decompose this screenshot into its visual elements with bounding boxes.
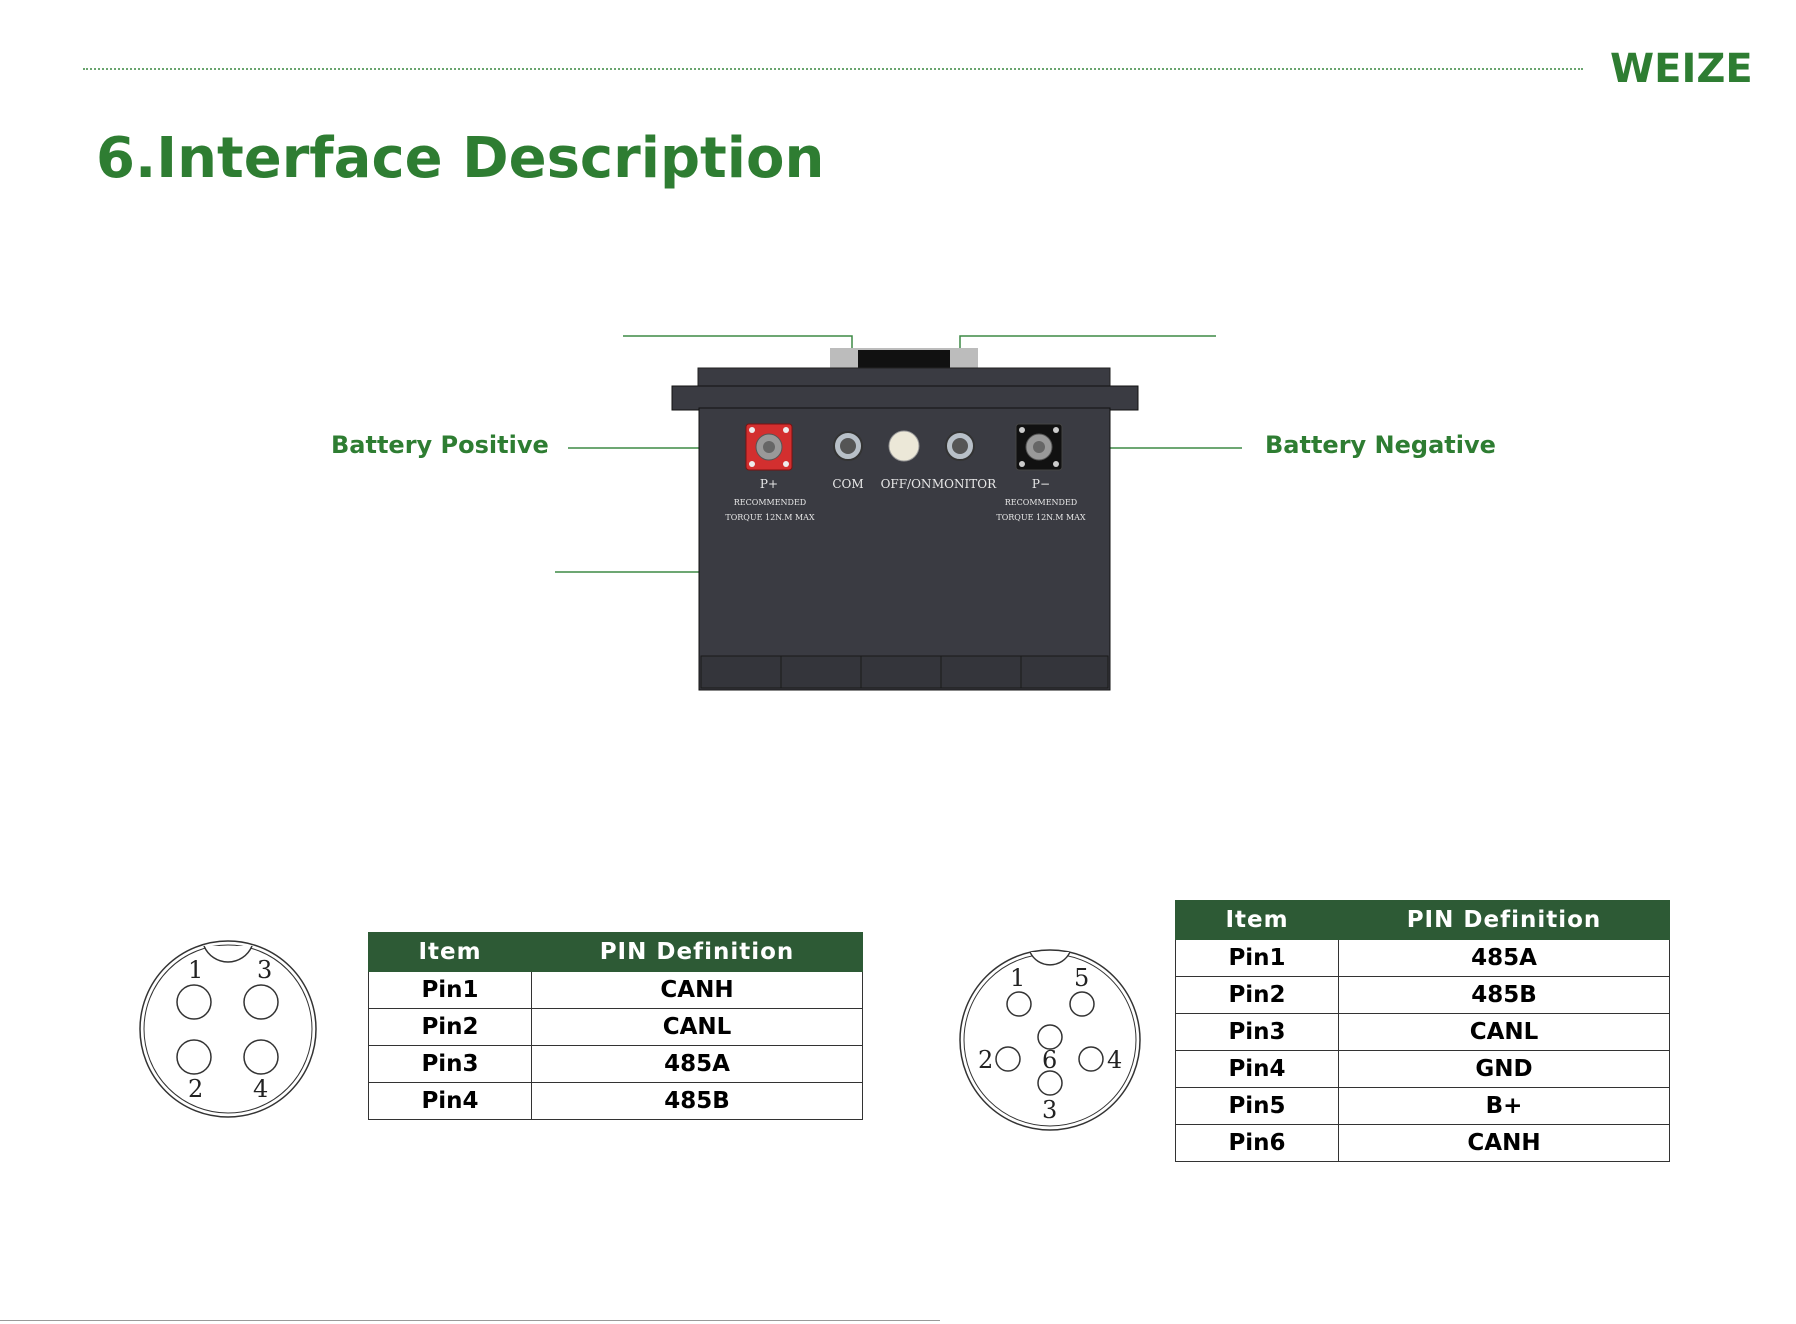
table-cell: CANH [531, 971, 863, 1009]
positive-terminal-icon [745, 423, 793, 471]
battery-flange [671, 385, 1139, 411]
table-cell: 485B [1338, 976, 1670, 1014]
pin-label: 3 [257, 956, 272, 984]
column-header: PIN Definition [531, 932, 863, 972]
monitor-port-icon [945, 431, 975, 461]
header-divider [83, 68, 1583, 70]
power-switch-icon [888, 430, 920, 462]
pin-label: 1 [188, 956, 203, 984]
table-cell: Pin4 [1175, 1050, 1339, 1088]
connector-6pin-diagram: 1 5 2 6 4 3 [959, 949, 1141, 1131]
column-header: Item [368, 932, 532, 972]
table-cell: Pin1 [1175, 939, 1339, 977]
table-cell: Pin1 [368, 971, 532, 1009]
connector-4pin-diagram: 1 3 2 4 [139, 940, 317, 1118]
table-cell: CANL [1338, 1013, 1670, 1051]
page-title: 6.Interface Description [96, 126, 825, 191]
battery-feet [700, 655, 1109, 689]
pin-label: 3 [1042, 1096, 1057, 1124]
table-cell: Pin3 [1175, 1013, 1339, 1051]
pin-label: 5 [1074, 964, 1089, 992]
label-monitor: MONITOR [932, 477, 997, 491]
table-cell: 485B [531, 1082, 863, 1120]
handle [858, 350, 950, 368]
label-off-on: OFF/ON [881, 477, 932, 491]
negative-terminal-icon [1015, 423, 1063, 471]
label-com: COM [832, 477, 863, 491]
table-cell: Pin6 [1175, 1124, 1339, 1162]
label-torque-left: TORQUE 12N.M MAX [725, 513, 815, 522]
table-header-row: Item PIN Definition [368, 932, 863, 972]
label-recommended-left: RECOMMENDED [734, 498, 806, 507]
footer-divider [0, 1320, 940, 1321]
table-cell: B+ [1338, 1087, 1670, 1125]
pin-label: 4 [1107, 1046, 1122, 1074]
table-cell: 485A [1338, 939, 1670, 977]
pin-label: 2 [978, 1046, 993, 1074]
label-p-minus: P− [1032, 477, 1050, 491]
table-cell: Pin2 [368, 1008, 532, 1046]
pin-label: 1 [1010, 964, 1025, 992]
table-cell: Pin3 [368, 1045, 532, 1083]
table-cell: Pin2 [1175, 976, 1339, 1014]
pin-label: 4 [253, 1075, 268, 1103]
table-header-row: Item PIN Definition [1175, 900, 1670, 940]
table-cell: CANH [1338, 1124, 1670, 1162]
battery-panel-diagram: P+ COM OFF/ON MONITOR P− RECOMMENDED TOR… [555, 335, 1242, 691]
label-torque-right: TORQUE 12N.M MAX [996, 513, 1086, 522]
label-recommended-right: RECOMMENDED [1005, 498, 1077, 507]
table-cell: GND [1338, 1050, 1670, 1088]
column-header: Item [1175, 900, 1339, 940]
label-p-plus: P+ [760, 477, 778, 491]
column-header: PIN Definition [1338, 900, 1670, 940]
battery-positive-callout: Battery Positive [331, 431, 549, 459]
pin-label: 6 [1042, 1046, 1057, 1074]
table-cell: 485A [531, 1045, 863, 1083]
table-cell: Pin4 [368, 1082, 532, 1120]
brand-logo: WEIZE [1610, 46, 1753, 92]
table-cell: Pin5 [1175, 1087, 1339, 1125]
com-port-icon [833, 431, 863, 461]
battery-negative-callout: Battery Negative [1265, 431, 1496, 459]
table-cell: CANL [531, 1008, 863, 1046]
pin-label: 2 [188, 1075, 203, 1103]
